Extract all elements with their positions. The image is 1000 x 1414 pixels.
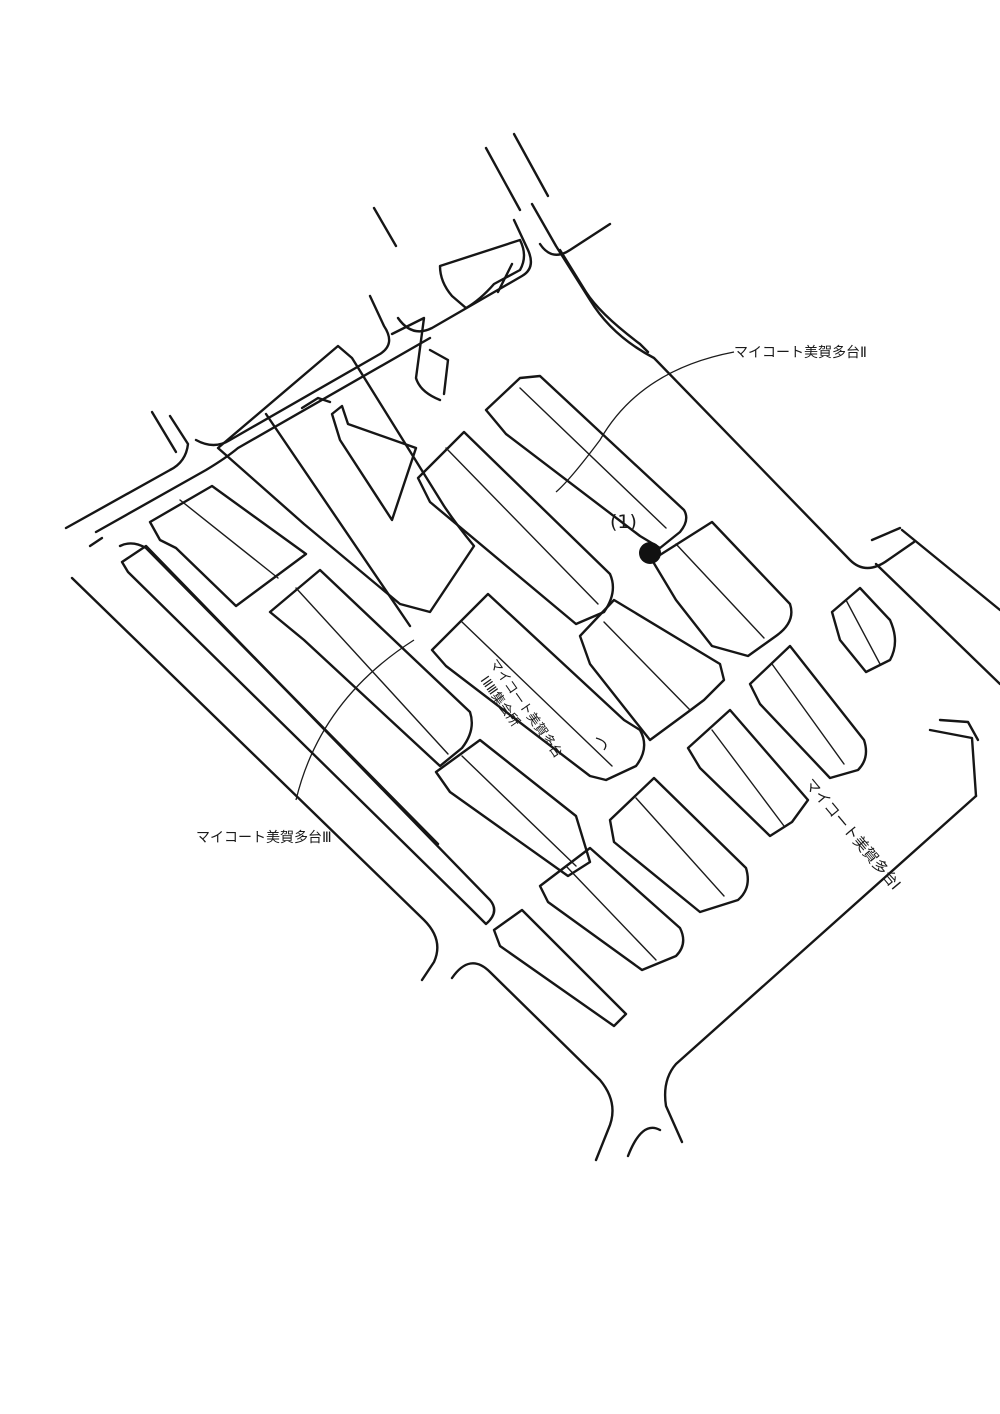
leader-line-estate-3 <box>295 639 415 801</box>
leader-line-hall <box>595 737 607 751</box>
label-estate-1: マイコート美賀多台Ⅰ <box>801 775 904 893</box>
marker-label: (1) <box>610 511 637 533</box>
location-marker <box>639 542 661 564</box>
leader-lines <box>295 351 735 801</box>
leader-line-estate-2 <box>555 351 735 493</box>
label-estate-3: マイコート美賀多台Ⅲ <box>196 829 332 846</box>
road-outlines <box>64 132 1000 1162</box>
label-estate-2: マイコート美賀多台Ⅱ <box>734 344 867 361</box>
